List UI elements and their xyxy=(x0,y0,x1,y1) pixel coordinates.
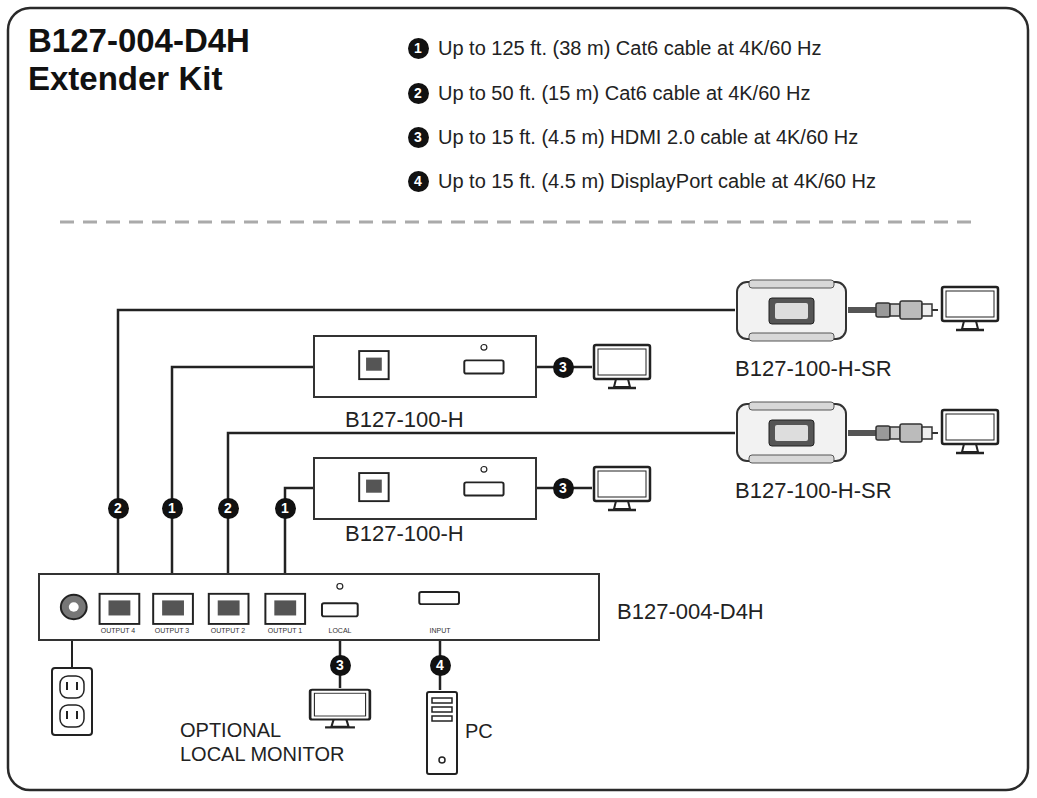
local-monitor: OPTIONAL LOCAL MONITOR xyxy=(308,688,372,730)
callout-number: 4 xyxy=(430,655,451,676)
extender-receiver-sr: B127-100-H-SR xyxy=(735,278,848,343)
extender-receiver: B127-100-H xyxy=(313,335,537,398)
cable-spec-note: Up to 15 ft. (4.5 m) DisplayPort cable a… xyxy=(438,169,876,193)
cable-connector xyxy=(118,310,735,573)
callout-number: 4 xyxy=(408,171,429,192)
port-label: INPUT xyxy=(429,627,452,634)
extender-receiver-art xyxy=(315,459,535,518)
cable-spec-note: Up to 15 ft. (4.5 m) HDMI 2.0 cable at 4… xyxy=(438,125,858,149)
port-label: OUTPUT 3 xyxy=(154,627,191,634)
callout-number: 3 xyxy=(553,357,574,378)
local-monitor-art xyxy=(308,688,372,730)
pc-tower: PC xyxy=(425,690,459,776)
callout-number: 1 xyxy=(408,38,429,59)
node-label: B127-004-D4H xyxy=(617,599,764,625)
callout-number: 2 xyxy=(108,498,129,519)
diagram-title: B127-004-D4H Extender Kit xyxy=(28,22,303,98)
extender-receiver: B127-100-H xyxy=(313,457,537,520)
extender-receiver-sr-art xyxy=(735,400,848,465)
callout-number: 2 xyxy=(408,83,429,104)
node-label: B127-100-H-SR xyxy=(735,356,892,382)
callout-number: 2 xyxy=(218,498,239,519)
node-label: B127-100-H xyxy=(345,407,464,433)
cable-connector xyxy=(172,367,313,573)
callout-number: 3 xyxy=(553,478,574,499)
node-label: PC xyxy=(465,720,493,743)
port-label: OUTPUT 4 xyxy=(100,627,137,634)
callout-number: 3 xyxy=(330,655,351,676)
node-label: OPTIONAL LOCAL MONITOR xyxy=(180,718,349,766)
cable-connector xyxy=(228,433,735,573)
extender-receiver-art xyxy=(315,337,535,396)
port-label: OUTPUT 1 xyxy=(267,627,304,634)
port-label: OUTPUT 2 xyxy=(210,627,247,634)
extender-receiver-sr-art xyxy=(735,278,848,343)
cable-spec-note: Up to 125 ft. (38 m) Cat6 cable at 4K/60… xyxy=(438,36,822,60)
callout-number: 1 xyxy=(275,498,296,519)
callout-number: 3 xyxy=(408,127,429,148)
cable-spec-note: Up to 50 ft. (15 m) Cat6 cable at 4K/60 … xyxy=(438,81,810,105)
node-label: B127-100-H xyxy=(345,521,464,547)
extender-receiver-sr: B127-100-H-SR xyxy=(735,400,848,465)
port-label: LOCAL xyxy=(328,627,353,634)
pc-tower-art xyxy=(425,690,459,776)
callout-number: 1 xyxy=(162,498,183,519)
node-label: B127-100-H-SR xyxy=(735,478,892,504)
